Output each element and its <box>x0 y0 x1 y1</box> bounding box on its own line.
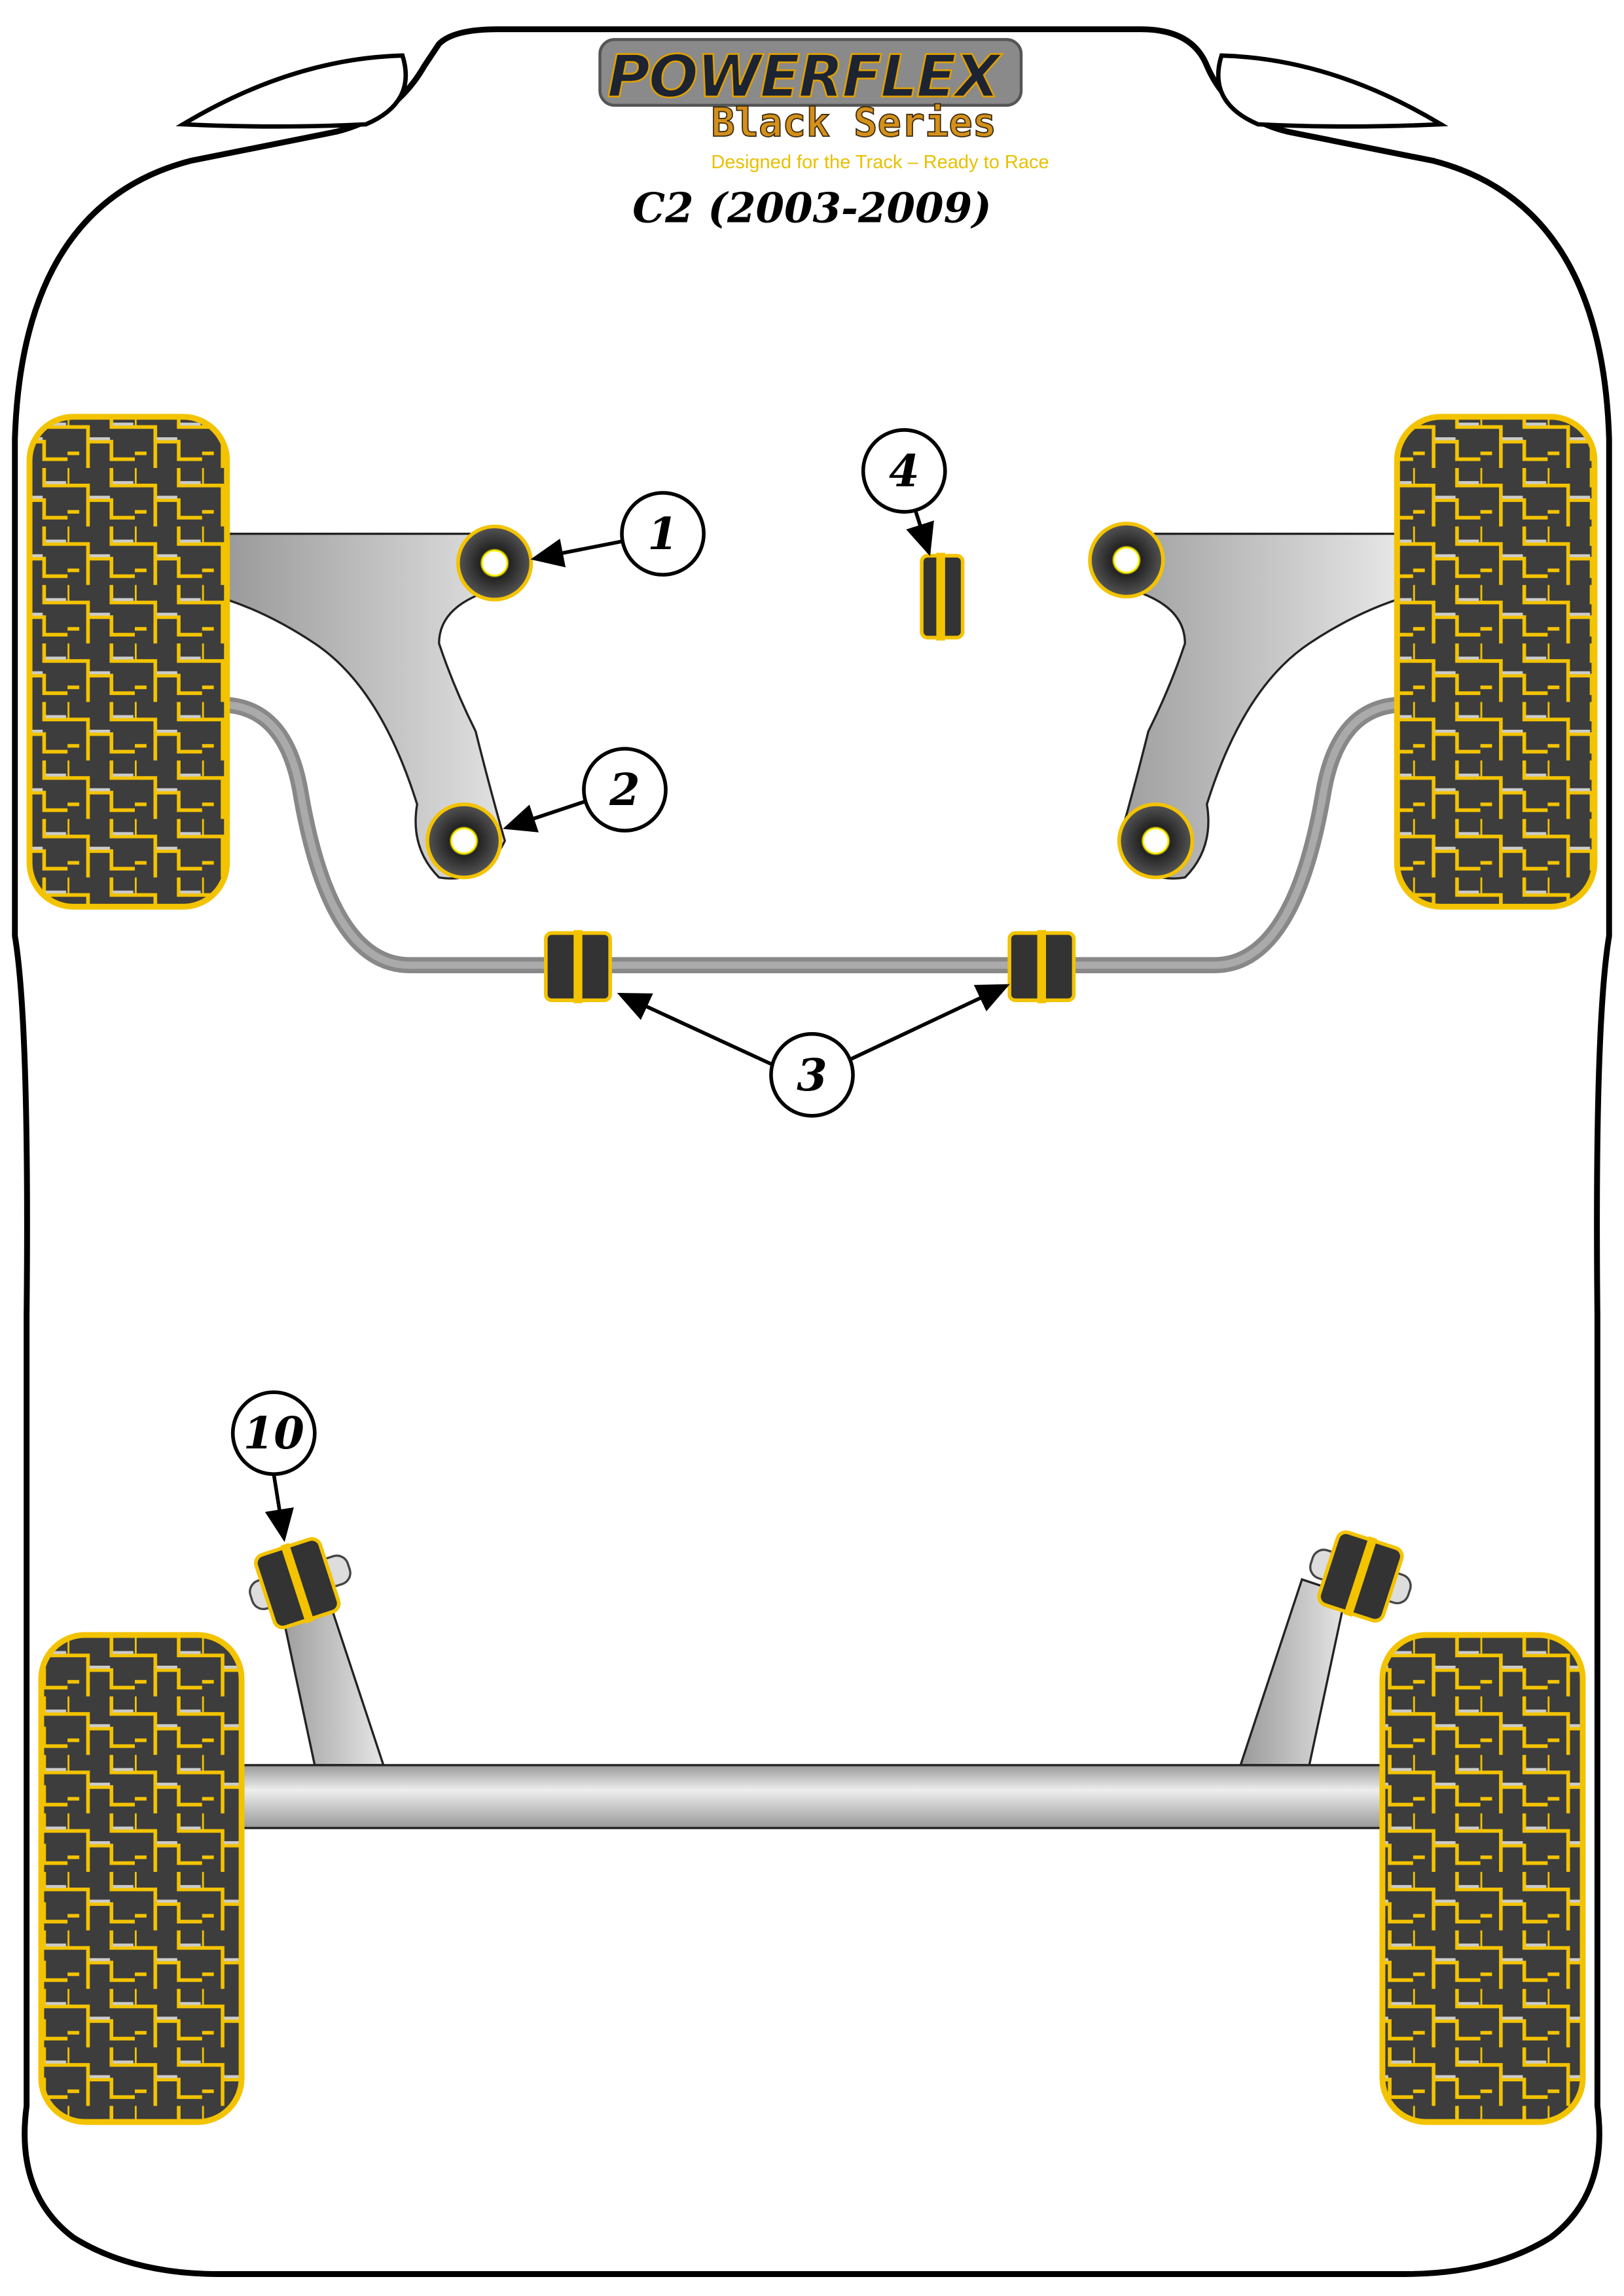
callout-arrows <box>264 511 1010 1543</box>
powerflex-logo: POWERFLEX Black Series Designed for the … <box>598 38 1049 173</box>
right-mirror <box>1216 53 1449 129</box>
rear-axle-beam <box>233 1764 1391 1829</box>
callout-2: 2 <box>582 747 668 833</box>
bushing-4 <box>920 552 965 641</box>
left-mirror <box>175 53 408 129</box>
callout-10-label: 10 <box>244 1407 304 1459</box>
callout-1: 1 <box>620 491 706 577</box>
callout-4: 4 <box>861 428 947 514</box>
callout-3: 3 <box>769 1031 855 1118</box>
callout-3-label: 3 <box>797 1049 827 1101</box>
tagline: Designed for the Track – Ready to Race <box>711 152 1049 173</box>
brand-name: POWERFLEX <box>607 43 1003 111</box>
car-body-outline <box>12 26 1612 2277</box>
rear-left-tire <box>38 1632 245 2125</box>
front-right-tire <box>1394 414 1598 910</box>
front-left-tire <box>26 414 230 910</box>
bushing-1-left <box>456 524 533 601</box>
bushing-10-right <box>1309 1530 1412 1623</box>
callout-1-label: 1 <box>647 508 678 560</box>
callout-2-label: 2 <box>609 764 640 816</box>
bushing-3-right <box>1007 930 1076 1003</box>
bushing-3-left <box>544 930 612 1003</box>
left-wishbone <box>226 532 525 880</box>
rear-right-tire <box>1379 1632 1586 2125</box>
bushing-1-right <box>1088 522 1165 599</box>
bushing-2-right <box>1117 802 1195 880</box>
bushing-2-left <box>425 802 503 880</box>
page-title: C2 (2003-2009) <box>632 184 991 232</box>
callout-4-label: 4 <box>889 445 920 497</box>
bushing-10-left <box>249 1537 352 1630</box>
series-name: Black Series <box>711 100 996 146</box>
callout-10: 10 <box>230 1390 317 1477</box>
